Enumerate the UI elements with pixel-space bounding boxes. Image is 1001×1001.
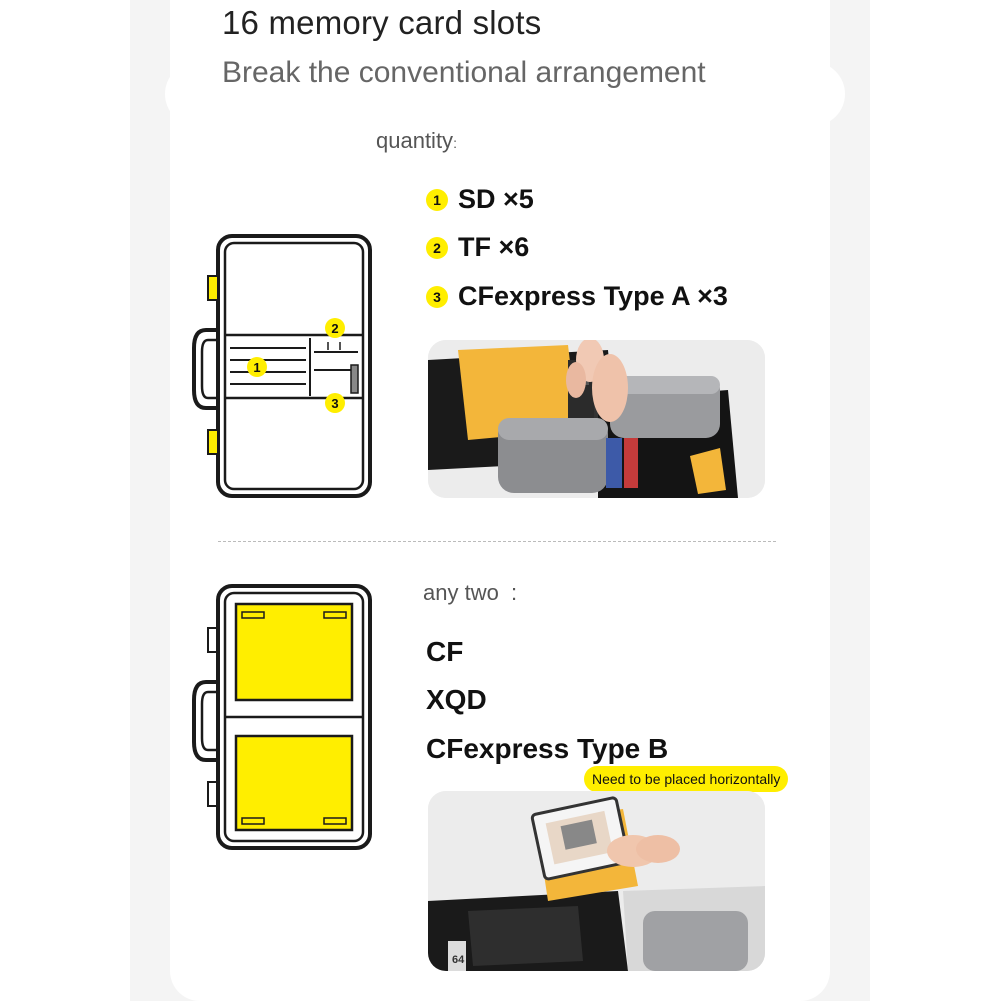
section-divider bbox=[218, 541, 776, 542]
page-title: 16 memory card slots bbox=[222, 4, 542, 41]
diagram-marker-1: 1 bbox=[247, 357, 267, 377]
large-slot-bottom bbox=[234, 734, 354, 832]
card-placement-illustration: 64 bbox=[428, 791, 765, 971]
quantity-label: quantity: bbox=[376, 128, 457, 154]
number-badge-1: 1 bbox=[426, 188, 448, 211]
list-item-sd: 1 SD ×5 bbox=[426, 184, 534, 215]
case-diagram-large-slots bbox=[192, 584, 372, 850]
list-item-xqd: XQD bbox=[426, 684, 487, 715]
svg-text:2: 2 bbox=[331, 321, 338, 336]
any-two-label-colon: : bbox=[510, 580, 518, 605]
photo-card-capacity: 64 bbox=[452, 954, 465, 966]
diagram-marker-3: 3 bbox=[325, 393, 345, 413]
page-subtitle: Break the conventional arrangement bbox=[222, 56, 706, 89]
number-badge-3: 3 bbox=[426, 285, 448, 308]
list-item-cfexpress-a: 3 CFexpress Type A ×3 bbox=[426, 281, 728, 312]
any-two-label-text: any two bbox=[423, 580, 499, 605]
list-item-cfexpress-b: CFexpress Type B bbox=[426, 733, 669, 764]
list-item-text: TF ×6 bbox=[458, 232, 530, 262]
quantity-label-colon: : bbox=[453, 135, 457, 151]
case-photo-illustration bbox=[428, 340, 765, 498]
any-two-label: any two : bbox=[423, 580, 517, 606]
case-diagram-small-slots: 2 1 3 bbox=[192, 234, 372, 498]
svg-text:1: 1 bbox=[253, 360, 260, 375]
list-item-text: SD ×5 bbox=[458, 184, 534, 214]
list-item-text: CFexpress Type A ×3 bbox=[458, 281, 728, 311]
list-item-cf: CF bbox=[426, 636, 464, 667]
list-item-tf: 2 TF ×6 bbox=[426, 232, 529, 263]
product-photo-large-cards: 64 bbox=[428, 791, 765, 971]
number-badge-2: 2 bbox=[426, 236, 448, 259]
horizontal-placement-badge: Need to be placed horizontally bbox=[584, 766, 789, 792]
subtitle-pill bbox=[165, 62, 845, 126]
svg-text:3: 3 bbox=[331, 396, 338, 411]
diagram-marker-2: 2 bbox=[325, 318, 345, 338]
quantity-label-text: quantity bbox=[376, 128, 454, 153]
product-photo-small-cards bbox=[428, 340, 765, 498]
large-slot-top bbox=[234, 602, 354, 702]
